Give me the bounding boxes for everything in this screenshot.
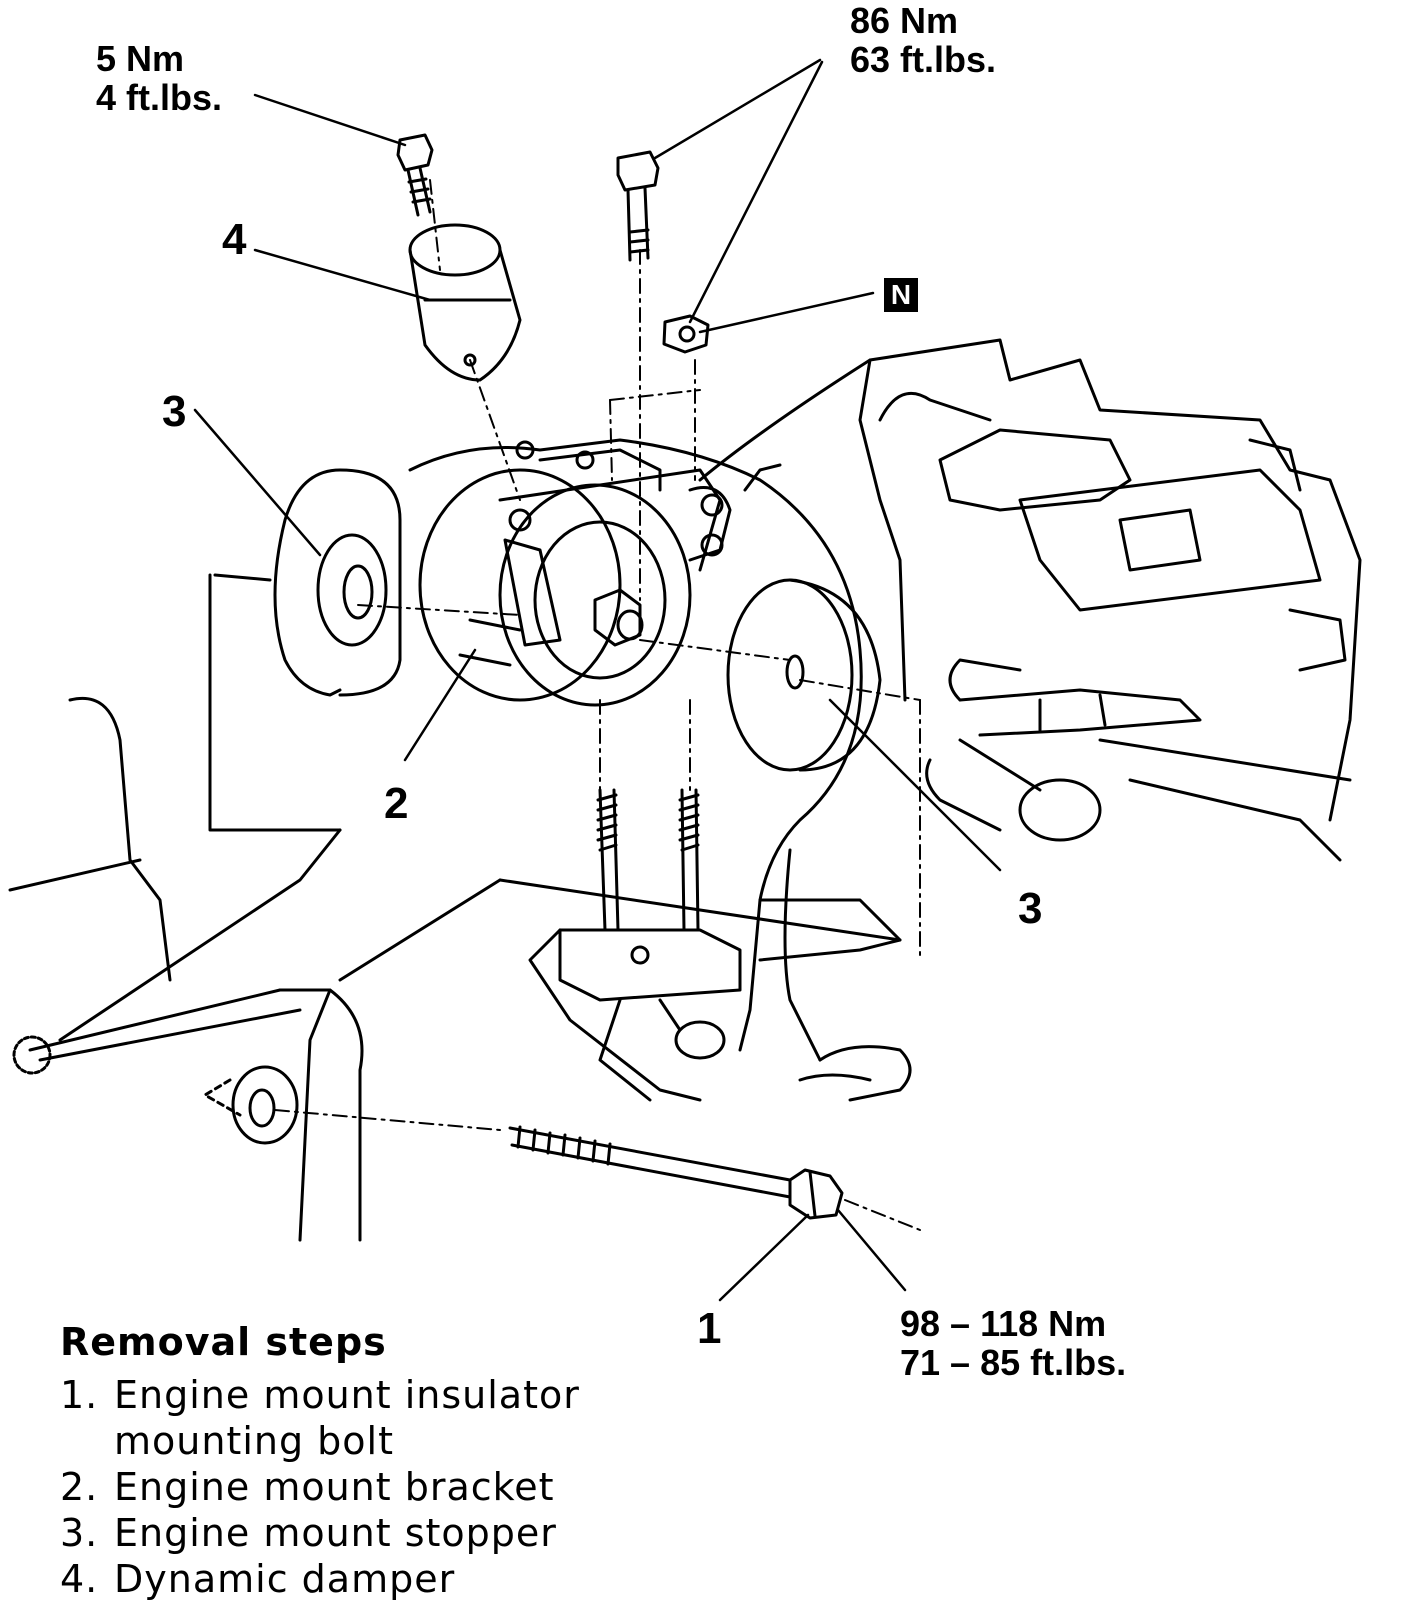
removal-step: 1. Engine mount insulator mounting bolt: [60, 1372, 580, 1464]
step-number: 4.: [60, 1557, 99, 1601]
step-number: 2.: [60, 1465, 99, 1509]
torque-label-damper-bolt: 5 Nm 4 ft.lbs.: [96, 38, 223, 118]
torque-nm: 98 – 118 Nm: [900, 1303, 1107, 1344]
leader-lines: [193, 58, 1002, 1302]
removal-step: 3. Engine mount stopper: [60, 1510, 580, 1556]
self-locking-nut: [662, 314, 710, 354]
removal-step: 2. Engine mount bracket: [60, 1464, 580, 1510]
callout-3-right: 3: [1018, 884, 1043, 933]
callout-3-left: 3: [162, 387, 187, 436]
engine-mount-bracket: [418, 440, 732, 707]
callout-2: 2: [384, 779, 409, 828]
step-line: Engine mount insulator: [114, 1373, 580, 1417]
cradle-studs: [596, 788, 700, 965]
mount-insulator-bolt: [203, 1065, 844, 1220]
step-text: Engine mount insulator mounting bolt: [114, 1372, 580, 1464]
engine-block: [698, 338, 1362, 862]
step-text: Dynamic damper: [114, 1557, 456, 1601]
torque-label-top-bolt: 86 Nm 63 ft.lbs.: [850, 0, 997, 80]
removal-steps: Removal steps 1. Engine mount insulator …: [60, 1320, 580, 1602]
callout-4: 4: [222, 215, 247, 264]
new-part-marker: N: [884, 278, 918, 312]
torque-ftlbs: 63 ft.lbs.: [850, 38, 997, 80]
mount-bolt-top: [616, 150, 660, 262]
callout-1: 1: [697, 1304, 722, 1353]
torque-label-insulator-bolt: 98 – 118 Nm 71 – 85 ft.lbs.: [900, 1303, 1127, 1383]
body-panel: [8, 573, 902, 1242]
dynamic-damper: [408, 223, 522, 382]
alignment-lines: [274, 179, 921, 1231]
torque-ftlbs: 4 ft.lbs.: [96, 76, 223, 118]
torque-nm: 86 Nm: [850, 0, 959, 41]
torque-nm: 5 Nm: [96, 38, 185, 79]
timing-cover: [408, 438, 912, 1102]
step-line: mounting bolt: [114, 1419, 395, 1463]
step-number: 1.: [60, 1373, 99, 1417]
removal-step: 4. Dynamic damper: [60, 1556, 580, 1602]
torque-ftlbs: 71 – 85 ft.lbs.: [900, 1341, 1127, 1383]
mount-cradle: [528, 928, 742, 1102]
step-text: Engine mount bracket: [114, 1465, 555, 1509]
damper-bolt: [396, 133, 434, 217]
step-number: 3.: [60, 1511, 99, 1555]
step-text: Engine mount stopper: [114, 1511, 557, 1555]
removal-steps-title: Removal steps: [60, 1320, 387, 1364]
engine-mount-stopper-right: [726, 578, 882, 772]
engine-mount-stopper-left: [273, 468, 402, 697]
